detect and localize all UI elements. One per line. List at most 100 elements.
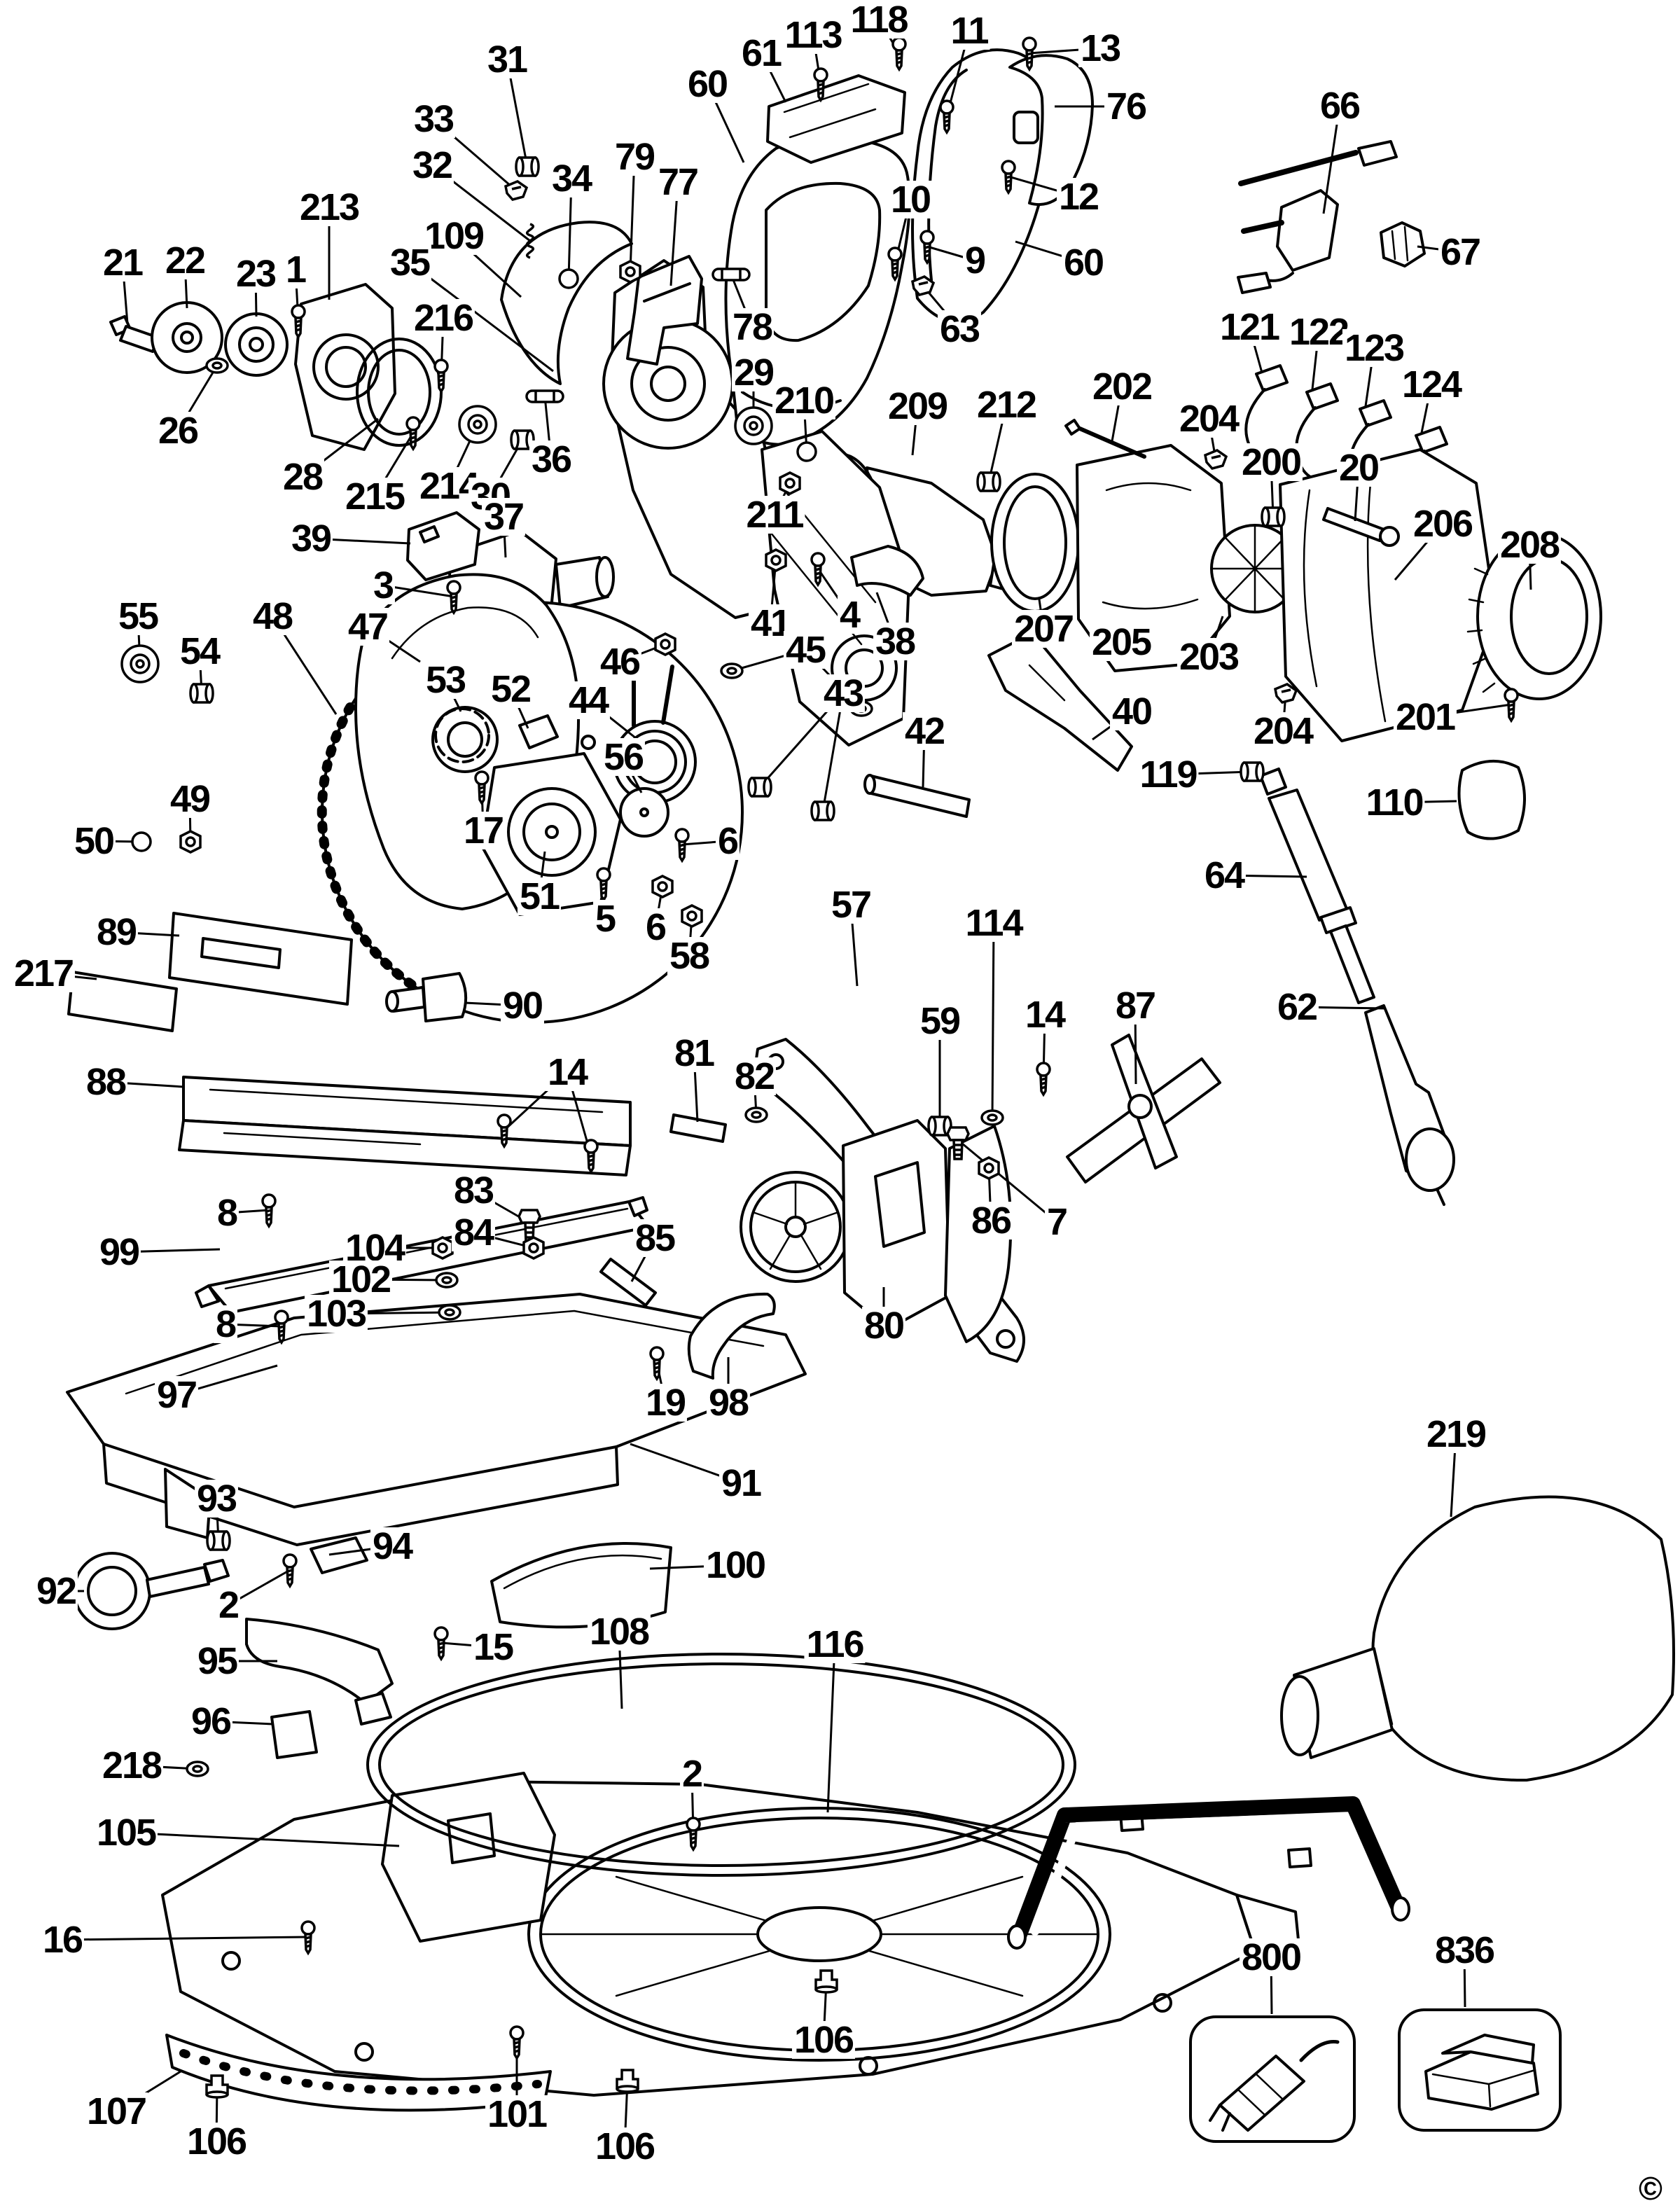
table-guard-drawing [490,1542,672,1629]
leader-line-91 [630,1443,742,1485]
bushing-glyph [747,777,772,798]
leader-line-81 [693,1053,699,1123]
leader-line-8 [226,1209,270,1214]
handle-grip-right-drawing [911,48,1094,324]
leader-line-62 [1296,1006,1386,1010]
leader-line-202 [1111,386,1123,442]
disc-glyph [734,406,773,445]
bushing-glyph [810,800,835,821]
leader-line-208 [1528,544,1532,590]
guard-cover-drawing [500,221,633,385]
switch-module-drawing [766,74,906,164]
leader-line-114 [991,922,995,1118]
nut-glyph [651,875,674,898]
washer-glyph [438,1304,461,1321]
cord-set-drawing [1237,140,1398,294]
leader-line-121 [1248,326,1263,373]
leader-line-105 [125,1831,400,1847]
carry-handle-drawing [1007,1796,1410,1950]
leader-line-42 [922,730,926,788]
dust-bag-drawing [1280,1495,1675,1782]
disc-glyph [458,405,497,444]
pin-glyph [711,268,751,282]
leader-line-103 [335,1311,450,1315]
bushing-glyph [515,156,540,177]
nut-glyph [681,904,703,928]
leader-line-212 [987,404,1008,482]
ring-glyph [796,441,817,462]
leader-line-89 [116,931,180,937]
fence-plate-drawing [168,912,353,1006]
leader-line-119 [1167,770,1253,776]
leader-line-96 [210,1720,274,1726]
leader-line-13 [1029,47,1101,55]
ring-glyph [558,268,579,289]
leader-line-61 [760,53,787,103]
fence-drawing [178,1076,632,1176]
long-screw-drawing [1064,419,1146,459]
leader-line-43 [758,693,845,788]
washer-glyph [186,1761,209,1777]
copyright-mark: © [1639,2170,1662,2207]
nut-glyph [619,260,641,284]
pivot-pin-drawing [669,1113,727,1143]
table-knob-drawing [73,1552,230,1630]
leader-line-60 [706,83,745,163]
bushing-glyph [189,683,214,704]
deflector-drawing [850,545,924,597]
cam-disc-drawing [619,787,669,838]
pin-glyph [525,389,564,403]
leader-line-209 [911,405,919,456]
cord-clamp-drawing [1380,221,1426,268]
leader-line-215 [373,432,415,497]
disc-glyph [120,644,160,683]
wave-ring-drawing [434,707,490,763]
leader-line-48 [271,616,338,715]
screw-glyph [1036,1062,1051,1096]
nut-glyph [779,471,801,495]
handwheel-drawing [740,1119,1013,1343]
leader-line-836 [1463,1950,1466,2008]
leader-line-123 [1364,347,1375,407]
nut-glyph [179,830,202,854]
lock-bracket-drawing [626,255,703,366]
screw-glyph [891,36,907,71]
leader-line-110 [1394,800,1457,804]
part-drawings [66,48,1675,2143]
fence-knob-drawing [385,972,468,1022]
washer-glyph [720,662,744,679]
clevis-pin-drawing [863,774,971,818]
motor-can-drawing [1279,448,1497,742]
leader-line-122 [1311,331,1320,390]
crank-handle-drawing [1066,1034,1221,1183]
leader-line-15 [440,1641,494,1648]
leader-line-219 [1450,1433,1457,1518]
bushing-glyph [1240,761,1265,782]
field-ring-drawing [990,473,1080,613]
fence-pad-drawing [67,971,178,1032]
arbor-flange-drawing [109,301,289,377]
ring-glyph [131,831,152,852]
square-nut-drawing [518,714,559,749]
screw-glyph [433,359,449,393]
clip-glyph [1274,683,1298,704]
indicator-clip-drawing [310,1536,368,1574]
bushing-glyph [976,471,1001,492]
leader-line-39 [310,537,411,545]
leader-line-43 [821,693,845,812]
leader-line-22 [183,260,188,309]
nut-glyph [978,1156,1000,1180]
leader-line-26 [176,365,218,431]
clamp-foot-drawing [270,1710,318,1759]
limit-switch-drawing [406,511,480,581]
washer-glyph [435,1272,459,1289]
leader-line-87 [1134,1005,1137,1085]
screw-glyph [282,1553,298,1588]
bushing-glyph [206,1530,231,1551]
leader-line-57 [849,904,859,987]
clip-glyph [911,275,935,296]
clamp-arm-drawing [245,1618,394,1726]
leader-line-85 [630,1237,656,1282]
